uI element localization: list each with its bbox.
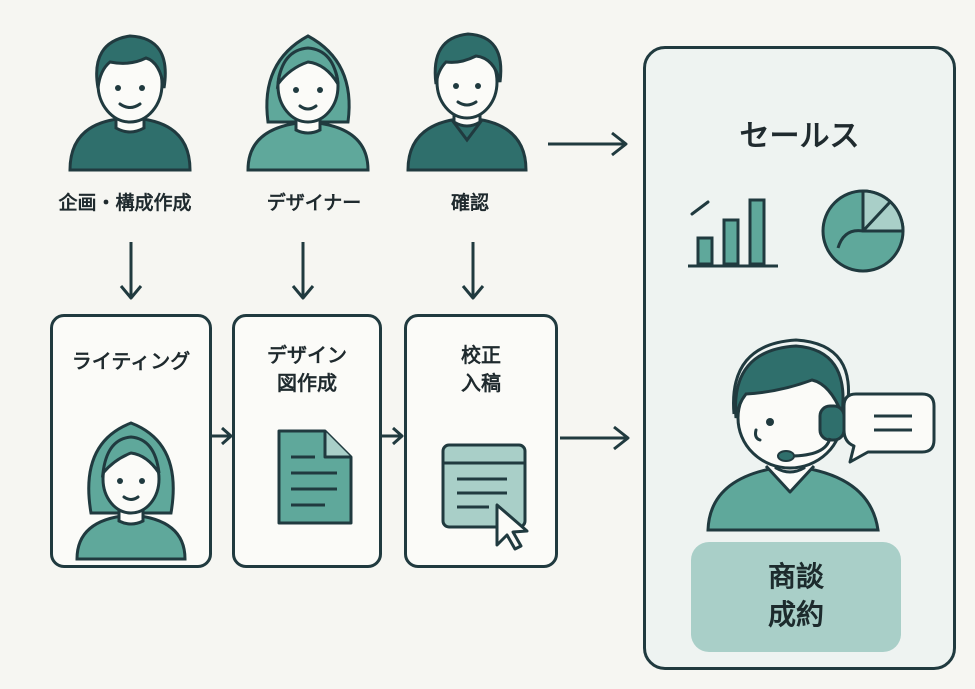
right-arrow-icon xyxy=(548,131,628,157)
sales-title: セールス xyxy=(739,119,860,154)
right-arrow-icon xyxy=(381,426,404,446)
right-arrow-icon xyxy=(210,426,233,446)
pie-chart-icon xyxy=(821,189,905,273)
deal-text-line2: 成約 xyxy=(767,598,824,631)
down-arrow-icon xyxy=(291,242,315,300)
sales-rep-headset-icon xyxy=(706,338,880,532)
deal-closed-box: 商談 成約 xyxy=(691,542,901,652)
right-arrow-icon xyxy=(560,425,630,451)
reviewer-person-icon xyxy=(406,32,528,172)
step-title-design-line2: 図作成 xyxy=(277,371,337,395)
form-cursor-icon xyxy=(441,443,529,551)
step-card-design: デザイン 図作成 xyxy=(232,314,382,568)
planner-person-icon xyxy=(68,34,192,172)
deal-text-line1: 商談 xyxy=(767,560,824,593)
designer-person-icon xyxy=(246,34,370,172)
step-title-design-line1: デザイン xyxy=(267,343,347,367)
role-label-designer: デザイナー xyxy=(266,192,362,214)
step-title-proof-line1: 校正 xyxy=(461,343,501,367)
step-card-writing: ライティング xyxy=(50,314,212,568)
step-title-proof-line2: 入稿 xyxy=(461,371,501,395)
role-label-review: 確認 xyxy=(450,192,489,214)
step-title-writing: ライティング xyxy=(71,349,191,373)
speech-bubble-icon xyxy=(842,392,936,464)
step-card-proof: 校正 入稿 xyxy=(404,314,558,568)
document-icon xyxy=(277,429,353,525)
down-arrow-icon xyxy=(119,242,143,300)
role-label-planning: 企画・構成作成 xyxy=(58,192,192,214)
bar-chart-icon xyxy=(688,198,778,268)
down-arrow-icon xyxy=(461,242,485,300)
writer-person-icon xyxy=(75,421,187,561)
